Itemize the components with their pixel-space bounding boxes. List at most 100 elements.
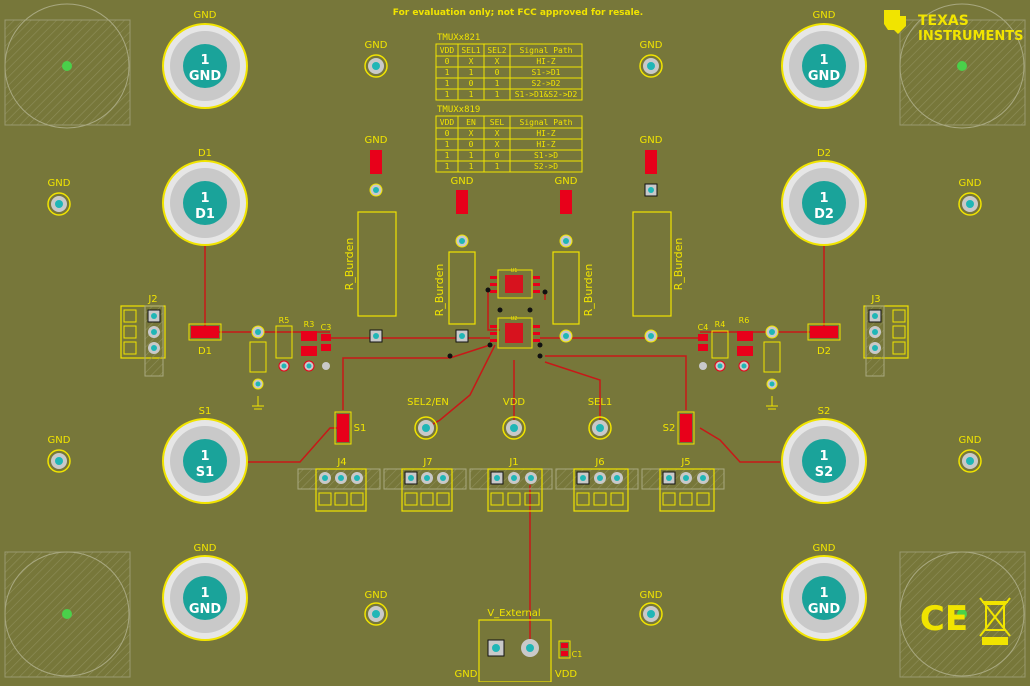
testpoint-gnd-4[interactable]: GND [958, 178, 982, 216]
svg-text:VDD: VDD [440, 118, 455, 127]
svg-text:1: 1 [445, 90, 450, 99]
svg-text:SEL1: SEL1 [461, 46, 480, 55]
pad-gnd-top-right[interactable]: GND 1 GND [781, 10, 867, 109]
svg-text:1: 1 [445, 151, 450, 160]
svg-text:U2: U2 [511, 316, 518, 322]
connector-s1[interactable]: S1 [334, 411, 366, 445]
svg-text:VDD: VDD [555, 669, 578, 680]
svg-text:D1: D1 [198, 346, 212, 357]
testpoint-sel1[interactable]: SEL1 [588, 397, 613, 440]
connector-d2[interactable]: D2 [807, 323, 841, 357]
jumper-j6[interactable]: J6 [555, 457, 639, 512]
testpoint-gnd-6[interactable]: GND [958, 435, 982, 473]
resistor-r4[interactable]: R4 [711, 320, 729, 372]
testpoint-right[interactable] [763, 325, 781, 410]
jumper-j1[interactable]: J1 [469, 457, 553, 512]
ic-u1[interactable]: U1 [490, 268, 540, 299]
jumper-j5[interactable]: J5 [641, 457, 725, 512]
svg-text:1: 1 [445, 140, 450, 149]
svg-text:1: 1 [445, 162, 450, 171]
pad-gnd-bottom-left[interactable]: GND 1 GND [162, 543, 248, 641]
pad-s1[interactable]: S1 1 S1 [162, 406, 248, 504]
pad-d2[interactable]: D2 1 D2 [781, 148, 867, 246]
svg-text:J7: J7 [422, 457, 432, 468]
burden-resistor-1[interactable]: GND R_Burden [343, 135, 397, 343]
ti-logo-line1: TEXAS [918, 13, 969, 29]
resistor-r6[interactable]: R6 [737, 316, 753, 372]
connector-v-external[interactable]: V_External GND VDD [455, 608, 578, 683]
pad-s2[interactable]: S2 1 S2 [781, 406, 867, 504]
capacitor-c1[interactable]: C1 [558, 640, 582, 659]
burden-resistor-2[interactable]: GND R_Burden [433, 176, 476, 343]
ce-mark: CE [920, 599, 968, 639]
svg-text:J1: J1 [508, 457, 518, 468]
svg-text:S2->D: S2->D [534, 162, 558, 171]
svg-text:X: X [469, 129, 474, 138]
resistor-r3[interactable]: R3 [301, 320, 317, 372]
svg-text:0: 0 [445, 129, 450, 138]
pad-gnd-bottom-right[interactable]: GND 1 GND [781, 543, 867, 641]
svg-text:1: 1 [819, 586, 828, 601]
testpoint-gnd-1[interactable]: GND [364, 40, 388, 78]
capacitor-c4[interactable]: C4 [698, 323, 709, 370]
mounting-hole-br [899, 551, 1025, 677]
svg-text:R6: R6 [739, 316, 750, 325]
svg-text:GND: GND [365, 40, 388, 51]
svg-text:S1->D1: S1->D1 [532, 68, 561, 77]
mounting-hole-tr-center [957, 61, 967, 71]
burden-resistor-3[interactable]: GND R_Burden [552, 176, 595, 343]
svg-text:J4: J4 [336, 457, 346, 468]
jumper-j4[interactable]: J4 [297, 457, 381, 512]
mounting-hole-tl [4, 3, 130, 129]
keepout-top-right [899, 19, 1026, 126]
testpoint-gnd-8[interactable]: GND [639, 590, 663, 626]
svg-text:GND: GND [640, 590, 663, 601]
testpoint-gnd-5[interactable]: GND [47, 435, 71, 473]
svg-text:1: 1 [200, 586, 209, 601]
testpoint-gnd-3[interactable]: GND [47, 178, 71, 216]
testpoint-vdd[interactable]: VDD [502, 397, 526, 440]
testpoint-gnd-7[interactable]: GND [364, 590, 388, 626]
svg-text:GND: GND [365, 135, 388, 146]
truth-table-tmuxx819: TMUXx819 VDD EN SEL Signal Path 0 X X HI… [435, 105, 583, 173]
testpoint-gnd-2[interactable]: GND [639, 40, 663, 78]
connector-d1[interactable]: D1 [188, 323, 222, 357]
svg-text:1: 1 [200, 449, 209, 464]
svg-text:GND: GND [555, 176, 578, 187]
jumper-j7[interactable]: J7 [383, 457, 467, 512]
svg-text:1: 1 [495, 79, 500, 88]
svg-text:S1->D1&S2->D2: S1->D1&S2->D2 [515, 90, 578, 99]
svg-text:CE: CE [920, 599, 968, 639]
ic-u2[interactable]: U2 [490, 316, 540, 349]
svg-text:SEL: SEL [490, 118, 505, 127]
svg-text:GND: GND [959, 435, 982, 446]
svg-text:S2->D2: S2->D2 [532, 79, 561, 88]
svg-text:HI-Z: HI-Z [536, 140, 555, 149]
svg-text:R4: R4 [715, 320, 726, 329]
burden-resistor-4[interactable]: GND R_Burden [632, 135, 685, 343]
capacitor-c3[interactable]: C3 [321, 323, 332, 370]
svg-text:0: 0 [495, 151, 500, 160]
svg-text:0: 0 [469, 140, 474, 149]
svg-text:S2: S2 [663, 423, 676, 434]
mounting-hole-tr [899, 3, 1025, 129]
connector-s2[interactable]: S2 [663, 411, 695, 445]
pad-d1[interactable]: D1 1 D1 [162, 148, 248, 246]
testpoint-left[interactable] [249, 325, 267, 410]
svg-text:S2: S2 [818, 406, 831, 417]
header-j3[interactable]: J3 [863, 294, 909, 377]
svg-text:VDD: VDD [440, 46, 455, 55]
svg-text:J6: J6 [594, 457, 604, 468]
mounting-hole-bl-center [62, 609, 72, 619]
testpoint-sel2-en[interactable]: SEL2/EN [407, 397, 449, 440]
header-j2[interactable]: J2 [120, 294, 166, 377]
svg-text:GND: GND [48, 435, 71, 446]
pad-gnd-top-left[interactable]: GND 1 GND [162, 10, 248, 109]
svg-text:V_External: V_External [487, 608, 540, 619]
resistor-r5[interactable]: R5 [275, 316, 293, 372]
svg-text:X: X [495, 140, 500, 149]
svg-text:0: 0 [445, 57, 450, 66]
svg-text:C3: C3 [321, 323, 332, 332]
